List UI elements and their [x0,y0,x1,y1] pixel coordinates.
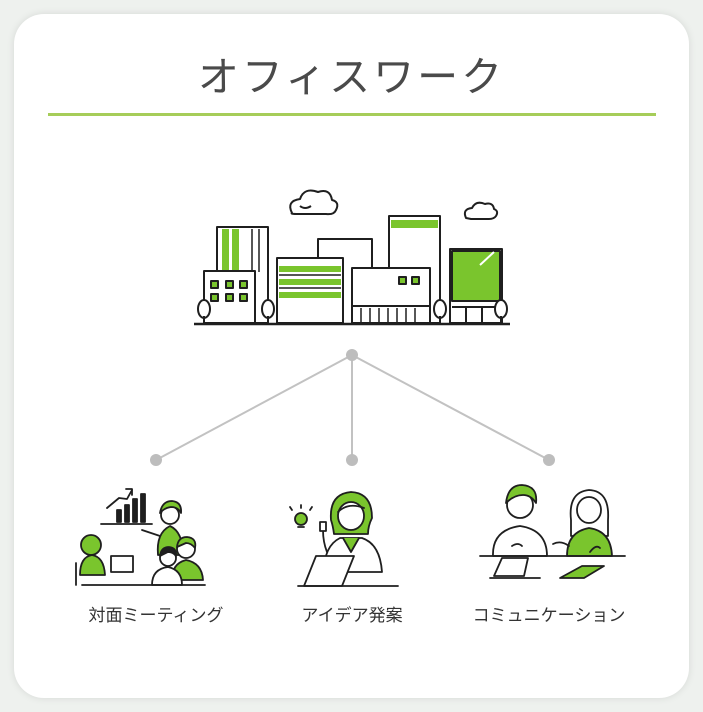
connector-right [351,354,550,461]
conversation-icon [479,484,626,579]
office-buildings-icon [194,189,510,326]
meeting-icon [75,488,206,586]
cloud-icon [289,189,339,216]
item-label-idea: アイデア発案 [301,606,403,626]
lightbulb-icon [294,512,308,526]
root-node [346,349,358,361]
item-label-communication: コミュニケーション [472,606,626,626]
node-center [346,454,358,466]
title-underline [48,113,656,116]
connector-left [155,354,353,461]
idea-woman-laptop-icon [289,491,399,587]
node-left [150,454,162,466]
node-right [543,454,555,466]
item-label-meeting: 対面ミーティング [88,606,224,626]
page-title: オフィスワーク [197,53,506,101]
cloud-icon [463,201,499,220]
connectors [155,354,550,461]
